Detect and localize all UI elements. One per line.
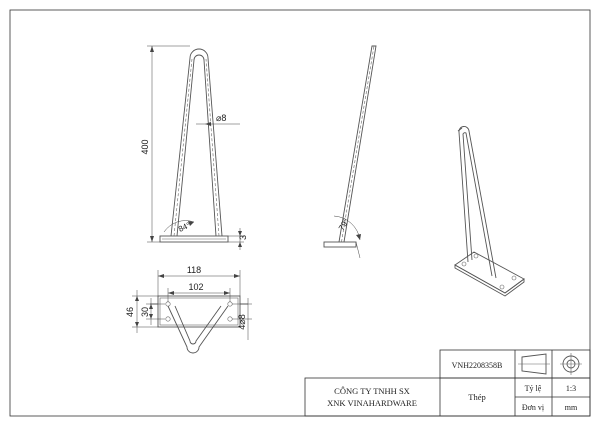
holes-label: 4⌀8 (237, 314, 247, 329)
height-dimension-label: 400 (140, 139, 150, 154)
inner-width-label: 102 (188, 282, 203, 292)
material-value: Thép (468, 392, 485, 402)
inner-depth-label: 30 (140, 307, 150, 317)
scale-value: 1:3 (566, 384, 576, 393)
front-view: 400 ⌀8 84° 3 (140, 45, 248, 250)
company-name-line-1: CÔNG TY TNHH SX (334, 386, 410, 396)
scale-label: Tỷ lệ (525, 384, 542, 393)
part-number: VNH2208358B (452, 361, 503, 370)
rod-diameter-label: ⌀8 (216, 113, 226, 123)
title-block: VNH2208358B CÔNG TY TNHH SX XNK VINAHARD… (304, 349, 591, 417)
side-angle-label: 79° (337, 217, 351, 232)
unit-value: mm (565, 403, 578, 412)
top-view: 118 102 46 30 4⌀8 (125, 265, 252, 354)
isometric-view (454, 126, 525, 297)
side-view: 79° (323, 45, 377, 259)
company-name-line-2: XNK VINAHARDWARE (327, 398, 417, 408)
sheet-border (9, 9, 591, 417)
plate-thickness-label: 3 (238, 235, 248, 240)
outer-depth-label: 46 (125, 307, 135, 317)
projection-symbol-icon (518, 353, 582, 375)
outer-width-label: 118 (187, 265, 201, 275)
unit-label: Đơn vị (522, 403, 545, 412)
